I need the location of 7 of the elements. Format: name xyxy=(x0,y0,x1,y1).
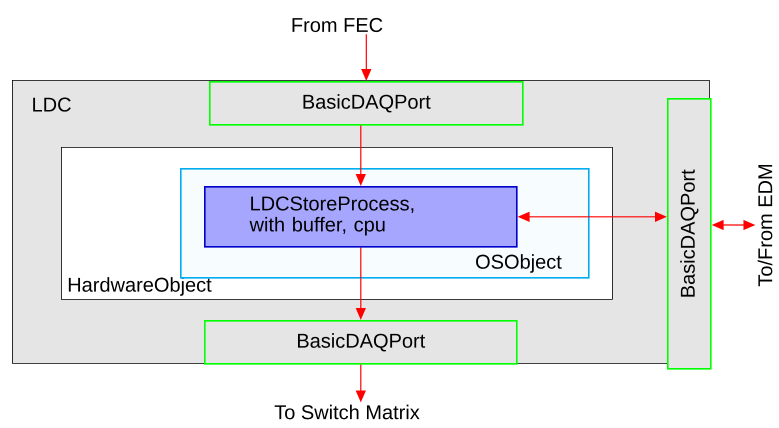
port-box: BasicDAQPort xyxy=(667,98,712,370)
process-box: LDCStoreProcess, with buffer, cpu xyxy=(204,186,518,248)
flow-label: To Switch Matrix xyxy=(274,404,420,420)
port-box: BasicDAQPort xyxy=(204,320,518,365)
port-box: BasicDAQPort xyxy=(209,81,524,126)
flow-label: From FEC xyxy=(292,18,382,32)
flow-label: To/From EDM xyxy=(758,165,772,286)
